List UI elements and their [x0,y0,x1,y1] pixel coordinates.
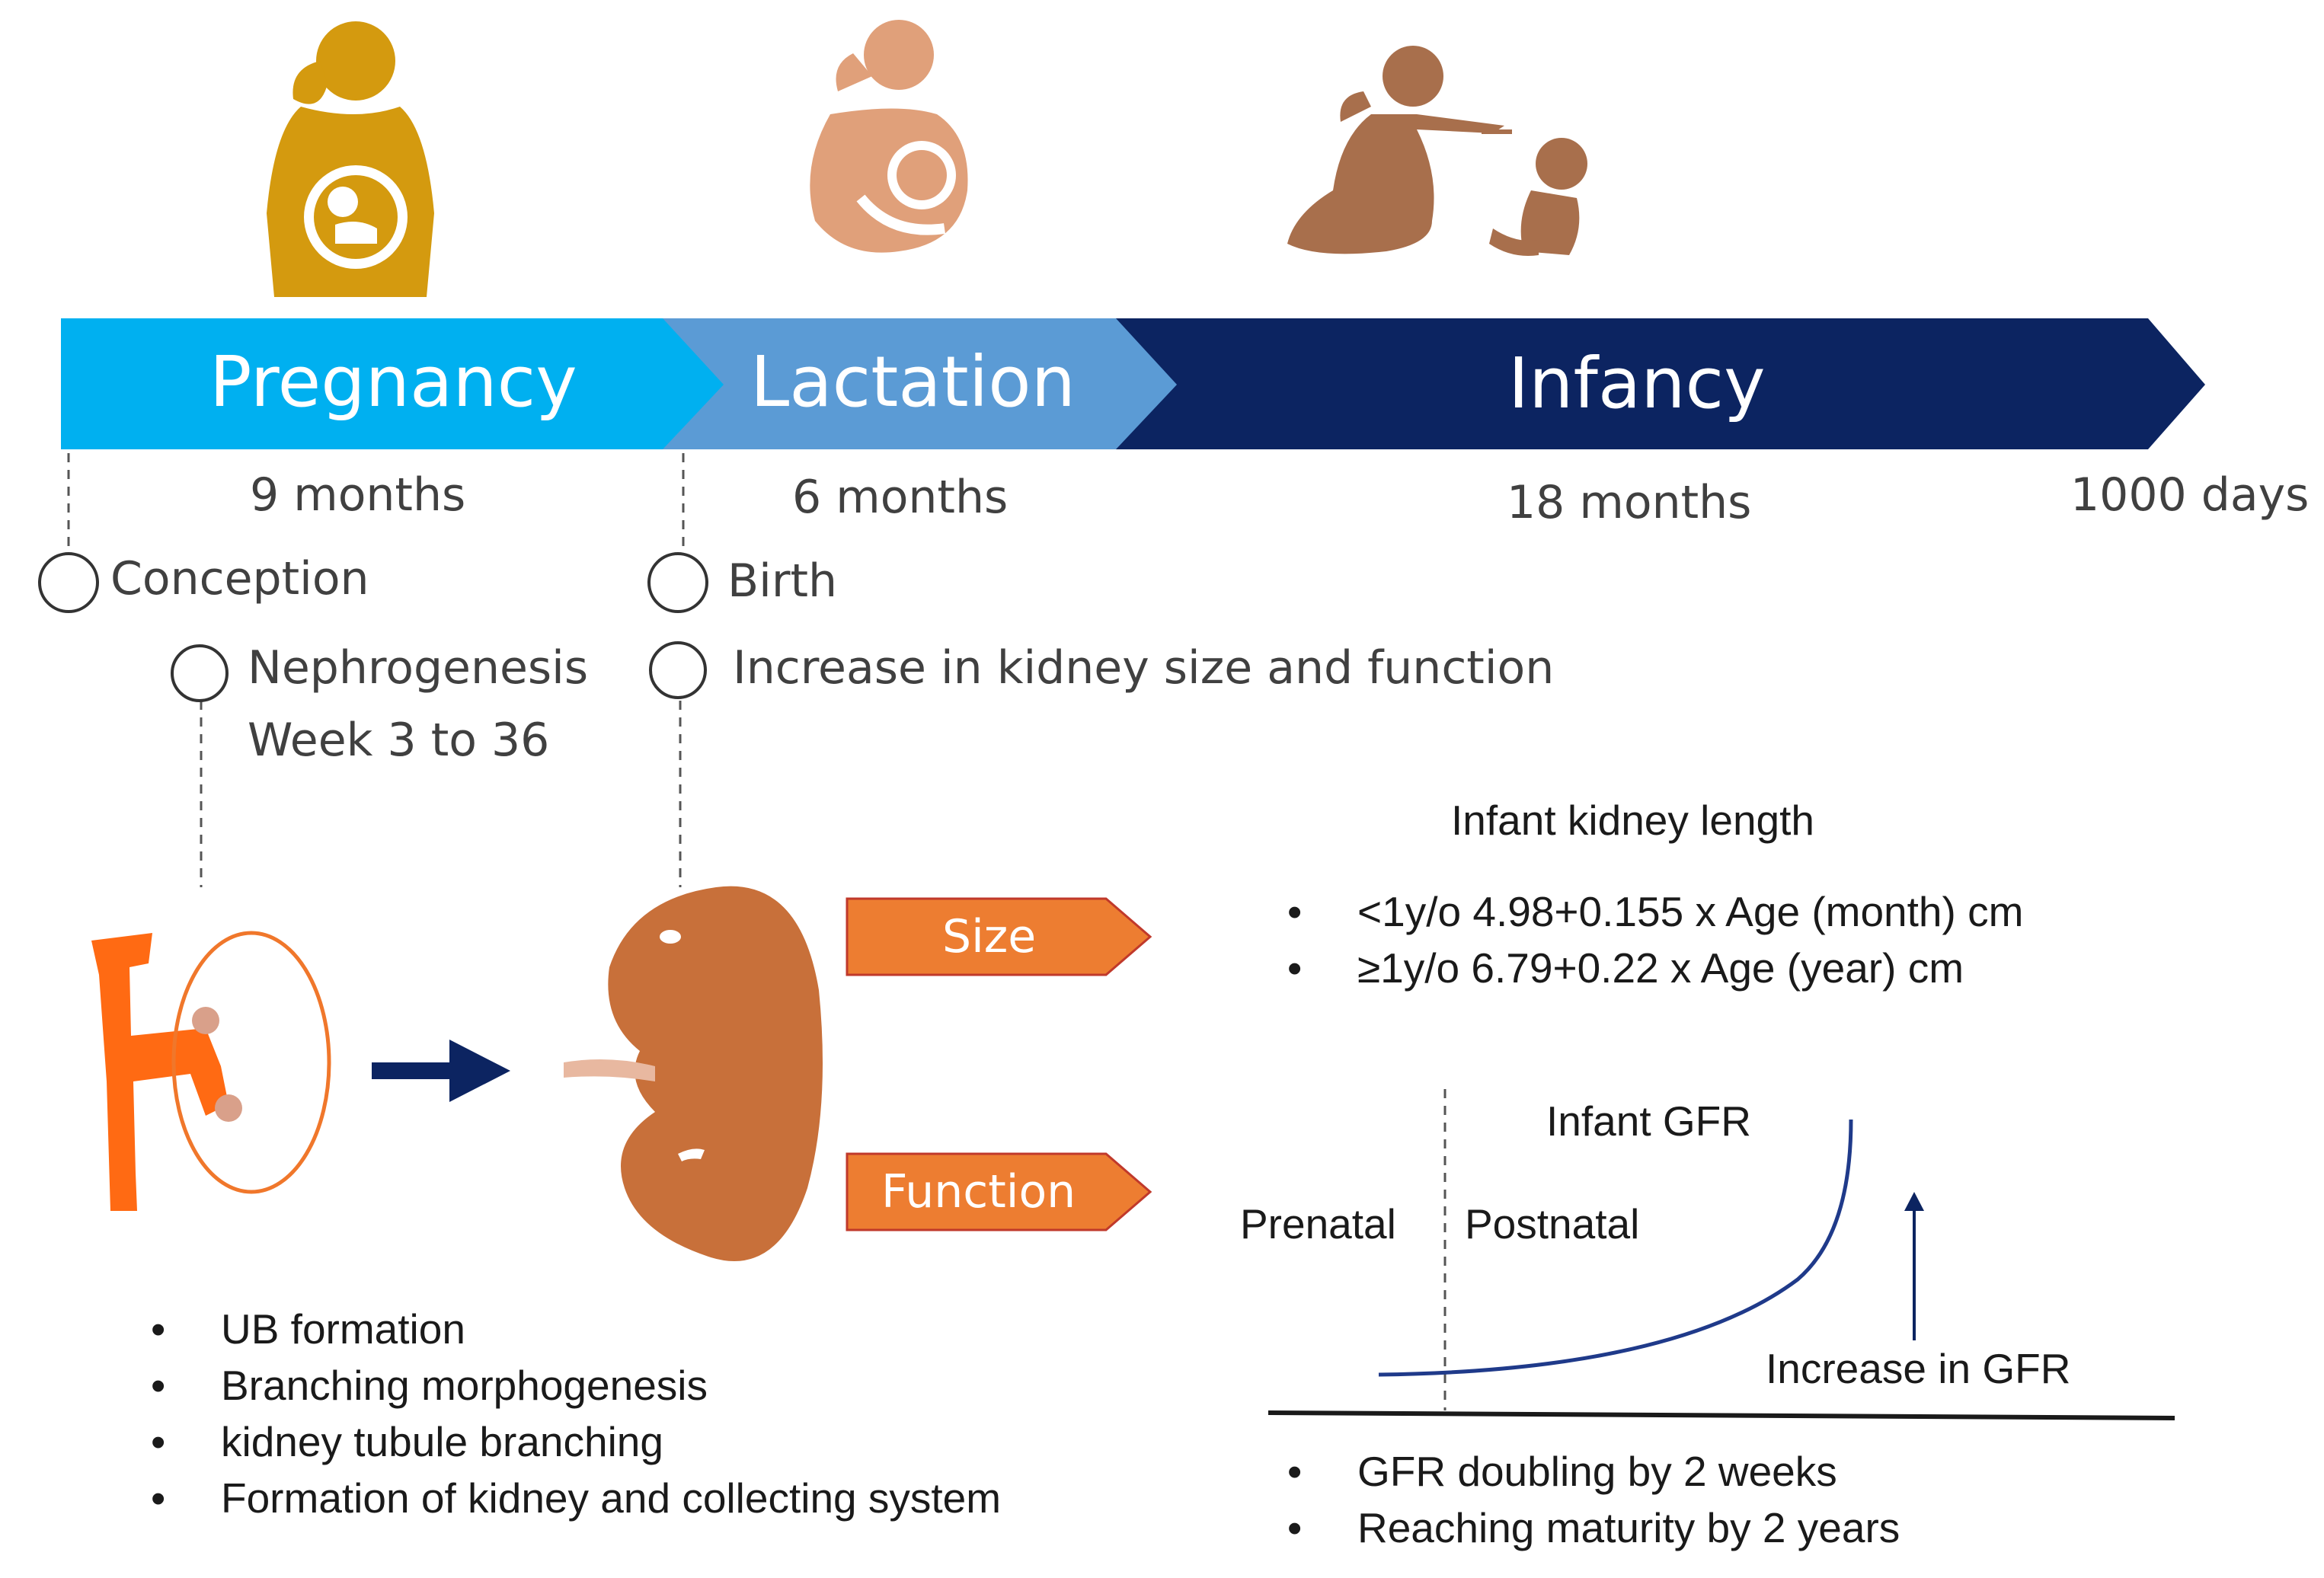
phase-label-lactation: Lactation [750,341,1076,423]
function-tag: Function [881,1165,1076,1219]
gfr-item: GFR doubling by 2 weeks [1287,1443,1900,1500]
lactation-arrow [663,318,1177,449]
timeline-arrows [61,318,2205,449]
gfr-item: Reaching maturity by 2 years [1287,1500,1900,1556]
increase-marker [649,641,707,699]
kidney-icon [564,886,823,1261]
kidney-length-list: <1y/o 4.98+0.155 x Age (month) cm ≥1y/o … [1287,883,2023,996]
kidney-length-item: ≥1y/o 6.79+0.22 x Age (year) cm [1287,940,2023,996]
pregnancy-arrow [61,318,724,449]
kidney-development-list: UB formation Branching morphogenesis kid… [151,1301,1001,1526]
gfr-curve [1378,1119,1853,1377]
milestone-nephrogenesis-weeks: Week 3 to 36 [248,714,550,767]
gfr-increase-label: Increase in GFR [1766,1345,2071,1392]
mother-feeding-infant-icon [1287,46,1587,256]
ureteric-bud-icon [91,931,331,1211]
milestone-increase: Increase in kidney size and function [733,641,1555,695]
kidney-length-item: <1y/o 4.98+0.155 x Age (month) cm [1287,883,2023,940]
gfr-graph [1267,1119,2175,1420]
end-label: 1000 days [2070,468,2310,522]
kidney-length-title: Infant kidney length [1451,797,1815,844]
pregnant-woman-icon [267,21,434,297]
breastfeeding-icon [810,20,968,253]
kidney-development-item: Branching morphogenesis [151,1357,1001,1413]
size-tag: Size [942,910,1037,963]
gfr-list: GFR doubling by 2 weeks Reaching maturit… [1287,1443,1900,1556]
infancy-arrow [1089,318,2205,449]
phase-label-infancy: Infancy [1508,343,1766,424]
phase-label-pregnancy: Pregnancy [209,341,577,423]
kidney-development-item: UB formation [151,1301,1001,1357]
gfr-title: Infant GFR [1546,1097,1751,1145]
duration-infancy: 18 months [1507,476,1752,529]
nephrogenesis-marker [171,644,229,702]
gfr-prenatal-label: Prenatal [1240,1200,1396,1247]
milestone-conception: Conception [110,552,369,605]
conception-marker [38,552,99,613]
birth-marker [647,552,708,613]
duration-lactation: 6 months [792,471,1009,524]
milestone-birth: Birth [727,554,838,608]
duration-pregnancy: 9 months [250,468,466,522]
development-arrow [372,1040,510,1102]
milestone-nephrogenesis: Nephrogenesis [248,641,589,695]
kidney-development-item: Formation of kidney and collecting syste… [151,1470,1001,1526]
timeline-connectors [67,453,1447,1410]
function-tag-shape [846,1152,1152,1231]
gfr-postnatal-label: Postnatal [1465,1200,1640,1247]
milestone-markers [38,552,708,702]
kidney-development-item: kidney tubule branching [151,1413,1001,1470]
size-tag-shape [846,897,1152,976]
